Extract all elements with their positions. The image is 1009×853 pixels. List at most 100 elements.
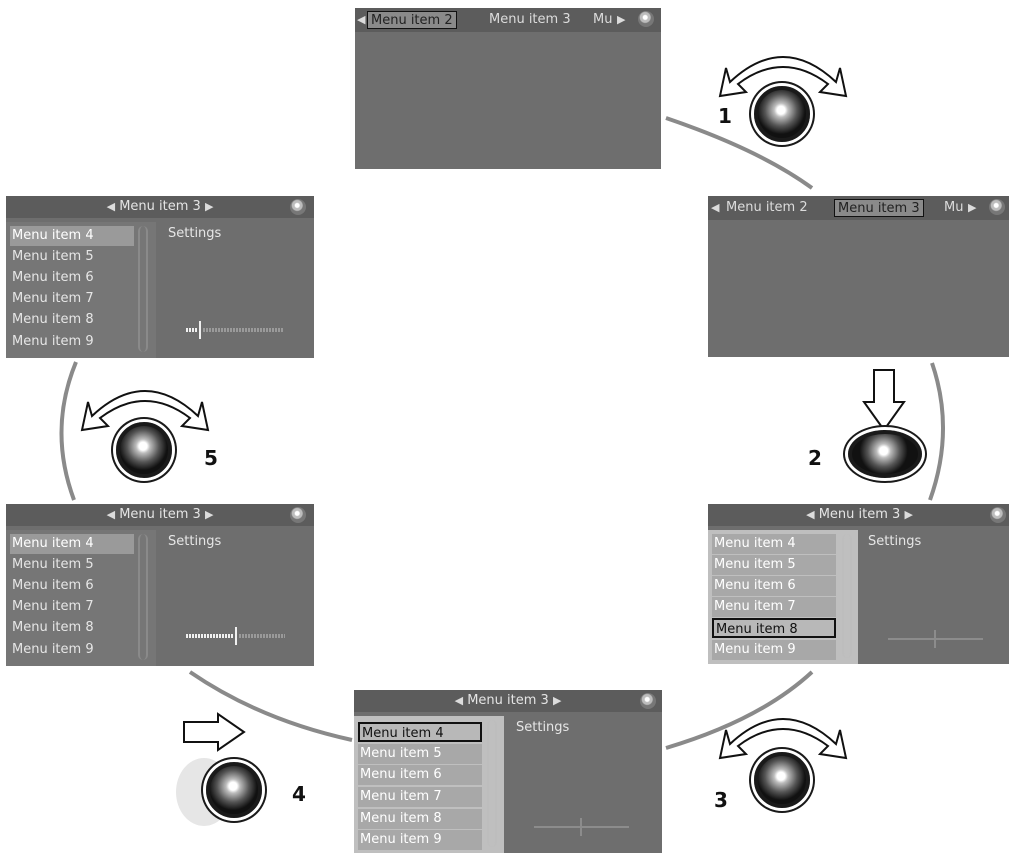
list-item[interactable]: Menu item 9 [12,642,94,657]
menu-list: Menu item 4 Menu item 5 Menu item 6 Menu… [6,222,156,358]
controller-knob-pressed [848,430,922,478]
list-item[interactable]: Menu item 5 [12,557,94,572]
list-item-selected[interactable]: Menu item 4 [10,534,134,554]
menu-list: Menu item 4 Menu item 5 Menu item 6 Menu… [354,716,504,853]
scrollbar[interactable] [487,720,497,847]
screen-title: Menu item 3 [119,507,201,522]
menu-list: Menu item 4 Menu item 5 Menu item 6 Menu… [708,530,858,664]
tab-menu-item-3[interactable]: Menu item 3 [834,199,924,217]
list-item[interactable]: Menu item 9 [358,830,482,850]
controller-knob [116,422,172,478]
screen-6: ◀ Menu item 3 ▶ Menu item 4 Menu item 5 … [6,196,314,358]
list-item[interactable]: Menu item 7 [712,597,836,617]
screen-title-bar: ◀ Menu item 3 ▶ [354,690,662,712]
settings-label: Settings [168,534,222,549]
screen-5: ◀ Menu item 3 ▶ Menu item 4 Menu item 5 … [6,504,314,666]
settings-label: Settings [168,226,222,241]
controller-knob [754,752,810,808]
controller-icon [990,507,1006,523]
list-item[interactable]: Menu item 8 [12,312,94,327]
settings-label: Settings [516,720,570,735]
right-arrow-icon[interactable]: ▶ [552,694,562,707]
controller-icon [290,199,306,215]
list-item[interactable]: Menu item 7 [358,787,482,807]
step-number-3: 3 [714,788,728,812]
list-item[interactable]: Menu item 8 [358,809,482,829]
list-item[interactable]: Menu item 8 [12,620,94,635]
tab-right-arrow-icon[interactable]: ▶ [968,201,977,214]
slider-marker[interactable] [199,321,201,339]
right-arrow-icon[interactable]: ▶ [204,508,214,521]
tab-bar: ◀ Menu item 2 Menu item 3 Mu ▶ [355,8,661,32]
screen-4: ◀ Menu item 3 ▶ Menu item 4 Menu item 5 … [354,690,662,853]
list-item[interactable]: Menu item 5 [358,744,482,764]
tab-right-arrow-icon[interactable]: ▶ [617,13,626,26]
slider-track[interactable] [239,634,285,638]
tab-left-arrow-icon[interactable]: ◀ [357,13,366,26]
list-item[interactable]: Menu item 7 [12,291,94,306]
list-item[interactable]: Menu item 6 [712,576,836,596]
right-arrow-icon[interactable]: ▶ [204,200,214,213]
rotate-arrow-icon [80,390,210,432]
tab-menu-item-partial[interactable]: Mu [944,200,964,215]
screen-title: Menu item 3 [818,507,901,522]
list-item[interactable]: Menu item 6 [12,270,94,285]
push-right-arrow-icon [183,712,246,752]
slider-marker[interactable] [580,818,582,836]
scrollbar[interactable] [138,226,148,352]
controller-knob [754,86,810,142]
screen-title: Menu item 3 [467,693,549,708]
slider-fill [186,634,234,638]
list-item-selected[interactable]: Menu item 4 [10,226,134,246]
step-number-5: 5 [204,446,218,470]
slider-marker[interactable] [235,627,237,645]
list-item[interactable]: Menu item 7 [12,599,94,614]
settings-label: Settings [868,534,922,549]
list-item[interactable]: Menu item 6 [358,765,482,785]
step-number-4: 4 [292,782,306,806]
screen-title-bar: ◀ Menu item 3 ▶ [6,504,314,526]
left-arrow-icon[interactable]: ◀ [454,694,464,707]
list-item[interactable]: Menu item 6 [12,578,94,593]
left-arrow-icon[interactable]: ◀ [106,200,116,213]
scrollbar[interactable] [138,534,148,660]
tab-menu-item-3[interactable]: Menu item 3 [489,12,571,27]
list-item[interactable]: Menu item 5 [712,555,836,575]
list-item-selected[interactable]: Menu item 8 [712,618,836,638]
left-arrow-icon[interactable]: ◀ [106,508,116,521]
controller-icon [989,199,1005,215]
controller-icon [640,693,656,709]
menu-list: Menu item 4 Menu item 5 Menu item 6 Menu… [6,530,156,666]
controller-knob [206,762,262,818]
step-number-1: 1 [718,104,732,128]
scrollbar[interactable] [842,534,852,658]
tab-menu-item-2[interactable]: Menu item 2 [726,200,808,215]
tab-left-arrow-icon[interactable]: ◀ [711,201,720,214]
screen-1: ◀ Menu item 2 Menu item 3 Mu ▶ [355,8,661,169]
list-item[interactable]: Menu item 9 [712,640,836,660]
right-arrow-icon[interactable]: ▶ [904,508,913,521]
list-item-selected[interactable]: Menu item 4 [358,722,482,742]
slider-track[interactable] [203,328,283,332]
controller-icon [638,11,654,27]
rotate-arrow-icon [718,56,848,98]
screen-title: Menu item 3 [119,199,201,214]
press-arrow-icon [862,369,906,432]
screen-title-bar: ◀ Menu item 3 ▶ [708,504,1009,526]
rotate-arrow-icon [718,718,848,760]
tab-bar: ◀ Menu item 2 Menu item 3 Mu ▶ [708,196,1009,220]
list-item[interactable]: Menu item 4 [712,534,836,554]
list-item[interactable]: Menu item 9 [12,334,94,349]
controller-icon [290,507,306,523]
list-item[interactable]: Menu item 5 [12,249,94,264]
screen-2: ◀ Menu item 2 Menu item 3 Mu ▶ [708,196,1009,357]
slider-fill [186,328,198,332]
tab-menu-item-2[interactable]: Menu item 2 [367,11,457,29]
screen-3: ◀ Menu item 3 ▶ Menu item 4 Menu item 5 … [708,504,1009,664]
tab-menu-item-partial[interactable]: Mu [593,12,613,27]
slider-marker[interactable] [934,630,936,648]
left-arrow-icon[interactable]: ◀ [806,508,815,521]
screen-title-bar: ◀ Menu item 3 ▶ [6,196,314,218]
step-number-2: 2 [808,446,822,470]
